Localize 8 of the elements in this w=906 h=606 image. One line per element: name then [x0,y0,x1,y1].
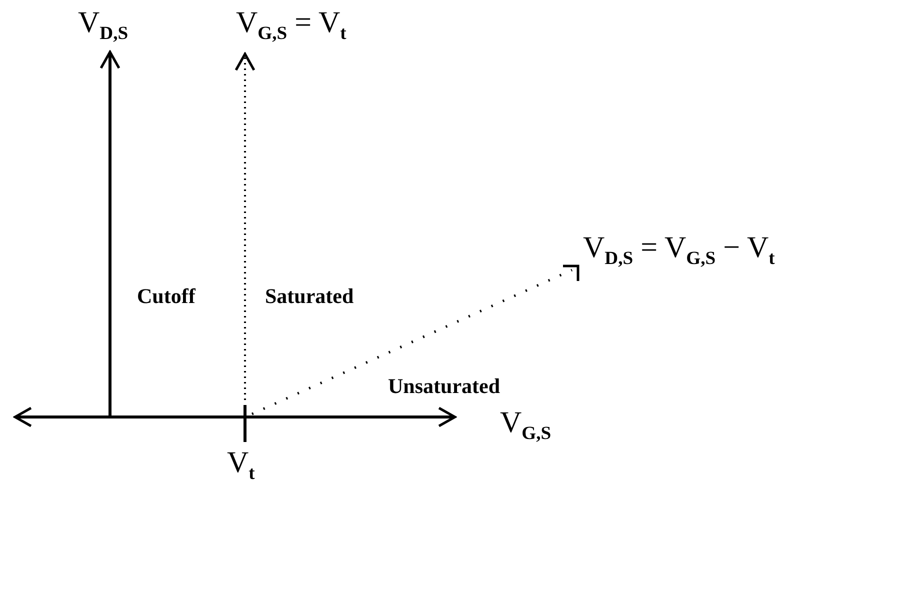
region-label: Saturated [265,286,354,307]
region-label: Cutoff [137,286,196,307]
axis-label: V$_{G,S}$ [500,408,552,444]
boundary-label: V$_{D,S}$ = V$_{G,S}$ − V$_{t}$ [583,233,775,269]
tick-label: V$_{t}$ [227,448,255,484]
boundary-label: V$_{G,S}$ = V$_{t}$ [236,8,346,44]
region-label: Unsaturated [388,376,500,397]
axis-label: V$_{D,S}$ [78,8,128,44]
